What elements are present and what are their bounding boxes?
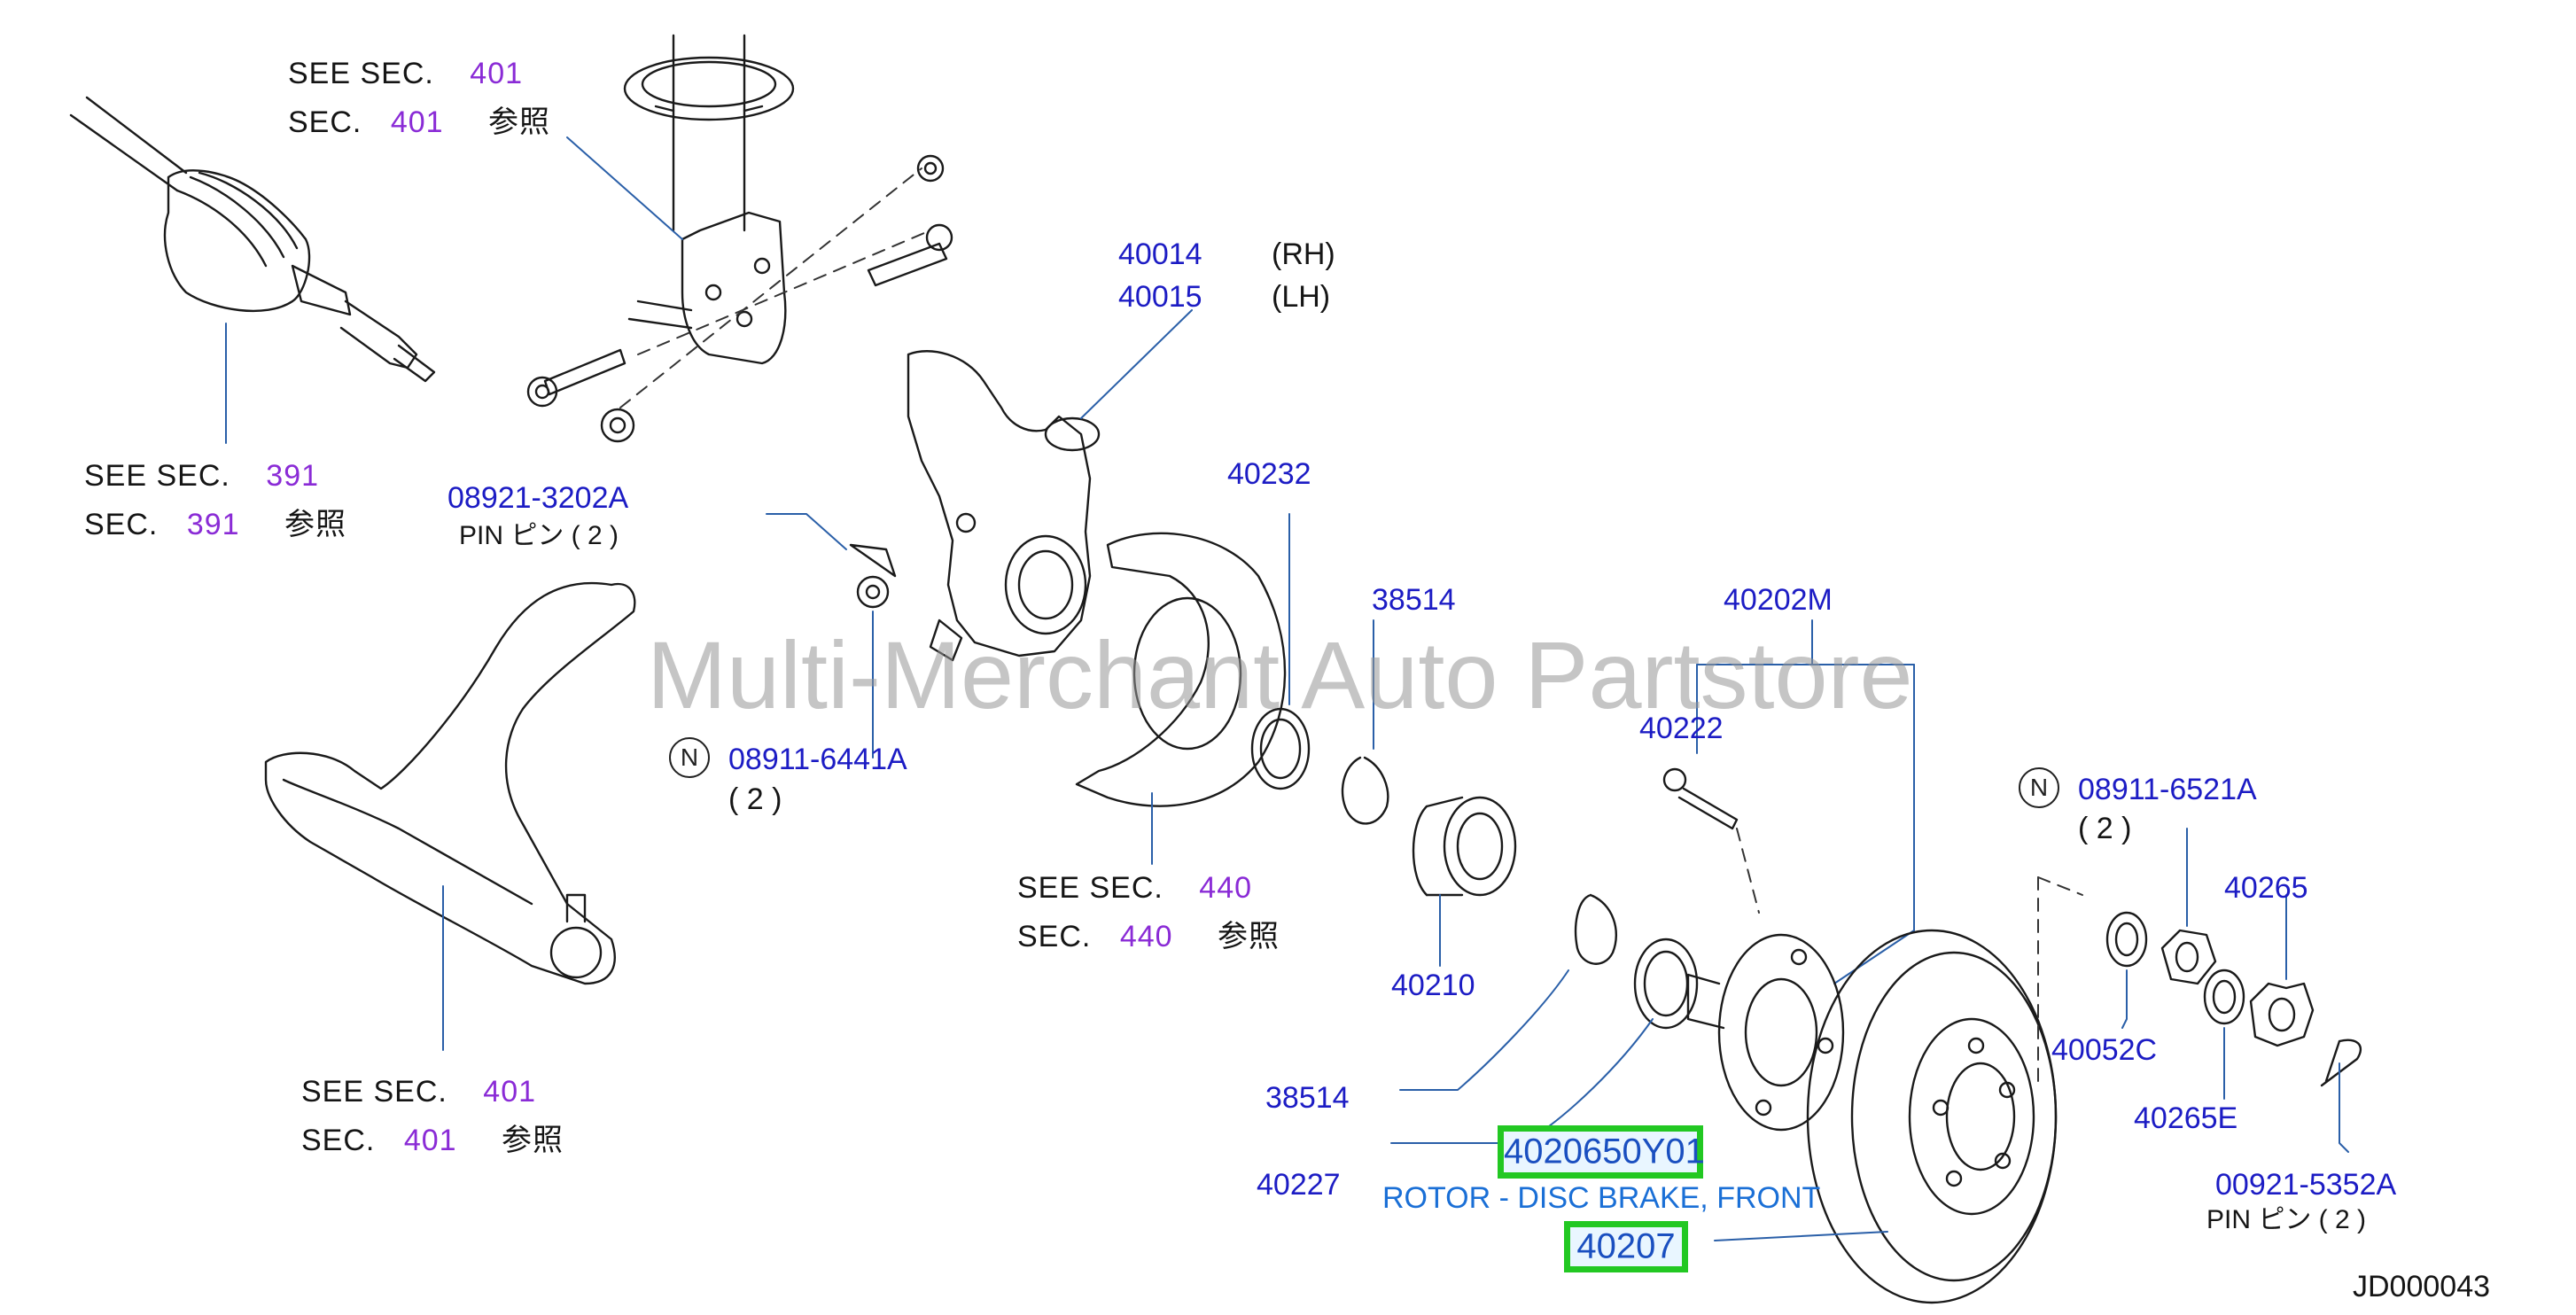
part-label-cotter-pin[interactable]: 00921-5352A — [2215, 1168, 2397, 1202]
part-description: ROTOR - DISC BRAKE, FRONT — [1382, 1181, 1821, 1215]
highlight-part-code-text: 40207 — [1576, 1226, 1676, 1266]
part-label-hub-bolt[interactable]: 40222 — [1639, 712, 1724, 745]
see-sec-brake-line1[interactable]: SEE SEC. 440 — [1017, 873, 1252, 903]
cotter-pin-drawing — [2320, 1039, 2362, 1087]
strut-drawing — [623, 34, 795, 365]
part-label-axle-washer[interactable]: 40265E — [2134, 1101, 2238, 1135]
see-sec-strut-line2[interactable]: SEC. 401 参照 — [288, 107, 550, 137]
side-label-rh: (RH) — [1272, 237, 1335, 271]
knuckle-nut-drawing — [856, 575, 890, 609]
part-label-snap-ring-top[interactable]: 38514 — [1372, 583, 1456, 617]
sec-num: 401 — [483, 1075, 537, 1109]
see-sec-prefix: SEE SEC. — [1017, 871, 1163, 905]
sec-ref: 参照 — [488, 105, 550, 139]
see-sec-brake-line2[interactable]: SEC. 440 参照 — [1017, 922, 1280, 952]
sec-ref: 参照 — [1218, 920, 1280, 953]
sec-ref: 参照 — [284, 508, 346, 541]
part-label-bearing[interactable]: 40210 — [1391, 969, 1475, 1002]
highlight-part-code[interactable]: 40207 — [1564, 1221, 1688, 1272]
sec-prefix: SEC. — [301, 1124, 376, 1157]
sec-prefix: SEC. — [1017, 920, 1092, 953]
snap-ring-top-drawing — [1341, 756, 1389, 825]
side-label-lh: (LH) — [1272, 280, 1331, 314]
snap-ring-bottom-drawing — [1574, 893, 1617, 965]
sec-num: 391 — [186, 508, 240, 541]
part-label-outer-seal[interactable]: 40232 — [1227, 457, 1311, 491]
sec-num: 391 — [266, 459, 320, 493]
see-sec-arm-line2[interactable]: SEC. 401 参照 — [301, 1125, 564, 1155]
part-qty-hub-nut: ( 2 ) — [2078, 812, 2132, 845]
diagram-id: JD000043 — [2353, 1270, 2491, 1303]
part-label-snap-ring-bottom[interactable]: 38514 — [1265, 1081, 1350, 1115]
sec-prefix: SEC. — [288, 105, 362, 139]
sec-num: 401 — [390, 105, 444, 139]
sec-num: 440 — [1199, 871, 1253, 905]
washer-drawing — [2105, 911, 2148, 968]
see-sec-prefix: SEE SEC. — [288, 57, 434, 90]
highlight-part-number-text: 4020650Y01 — [1504, 1132, 1705, 1171]
hub-bolt-drawing — [1662, 767, 1739, 830]
part-label-hub-assy[interactable]: 40202M — [1724, 583, 1833, 617]
part-label-pin-top[interactable]: 08921-3202A — [447, 481, 629, 515]
outer-seal-drawing — [1250, 707, 1311, 790]
see-sec-prefix: SEE SEC. — [84, 459, 230, 493]
part-label-knuckle-nut[interactable]: 08911-6441A — [728, 743, 907, 776]
sec-prefix: SEC. — [84, 508, 159, 541]
see-sec-prefix: SEE SEC. — [301, 1075, 447, 1109]
axle-washer-drawing — [2203, 969, 2245, 1025]
part-label-inner-seal[interactable]: 40227 — [1257, 1168, 1341, 1202]
see-sec-arm-line1[interactable]: SEE SEC. 401 — [301, 1077, 536, 1107]
highlight-part-number[interactable]: 4020650Y01 — [1498, 1125, 1705, 1179]
see-sec-driveshaft-line1[interactable]: SEE SEC. 391 — [84, 461, 319, 491]
part-label-hub-nut[interactable]: 08911-6521A — [2078, 773, 2257, 806]
part-desc-pin-top: PIN ピン ( 2 ) — [459, 521, 619, 550]
sec-num: 401 — [470, 57, 524, 90]
disc-rotor-drawing — [1806, 929, 2058, 1304]
part-label-knuckle-lh[interactable]: 40015 — [1118, 280, 1202, 314]
pin-top-drawing — [849, 543, 897, 578]
hub-drawing — [1686, 933, 1845, 1132]
sec-ref: 参照 — [502, 1124, 564, 1157]
part-label-washer[interactable]: 40052C — [2051, 1033, 2158, 1067]
sec-num: 440 — [1119, 920, 1173, 953]
lower-arm-drawing — [264, 581, 636, 985]
bearing-drawing — [1412, 796, 1517, 897]
new-part-badge: N — [2019, 767, 2059, 808]
see-sec-strut-line1[interactable]: SEE SEC. 401 — [288, 58, 523, 89]
watermark-text: Multi-Merchant Auto Partstore — [647, 621, 1913, 728]
part-qty-knuckle-nut: ( 2 ) — [728, 782, 782, 816]
new-part-badge: N — [669, 737, 710, 778]
see-sec-driveshaft-line2[interactable]: SEC. 391 参照 — [84, 510, 346, 540]
part-label-axle-nut[interactable]: 40265 — [2224, 871, 2308, 905]
strut-bolts-drawing — [526, 154, 953, 443]
part-label-knuckle-rh[interactable]: 40014 — [1118, 237, 1202, 271]
castle-nut-drawing — [2249, 982, 2315, 1047]
hub-nut-drawing — [2160, 929, 2217, 985]
sec-num: 401 — [403, 1124, 457, 1157]
drive-shaft-drawing — [69, 96, 436, 383]
backing-plate-drawing — [1075, 532, 1287, 807]
part-desc-cotter-pin: PIN ピン ( 2 ) — [2206, 1205, 2367, 1234]
knuckle-drawing — [907, 350, 1101, 662]
